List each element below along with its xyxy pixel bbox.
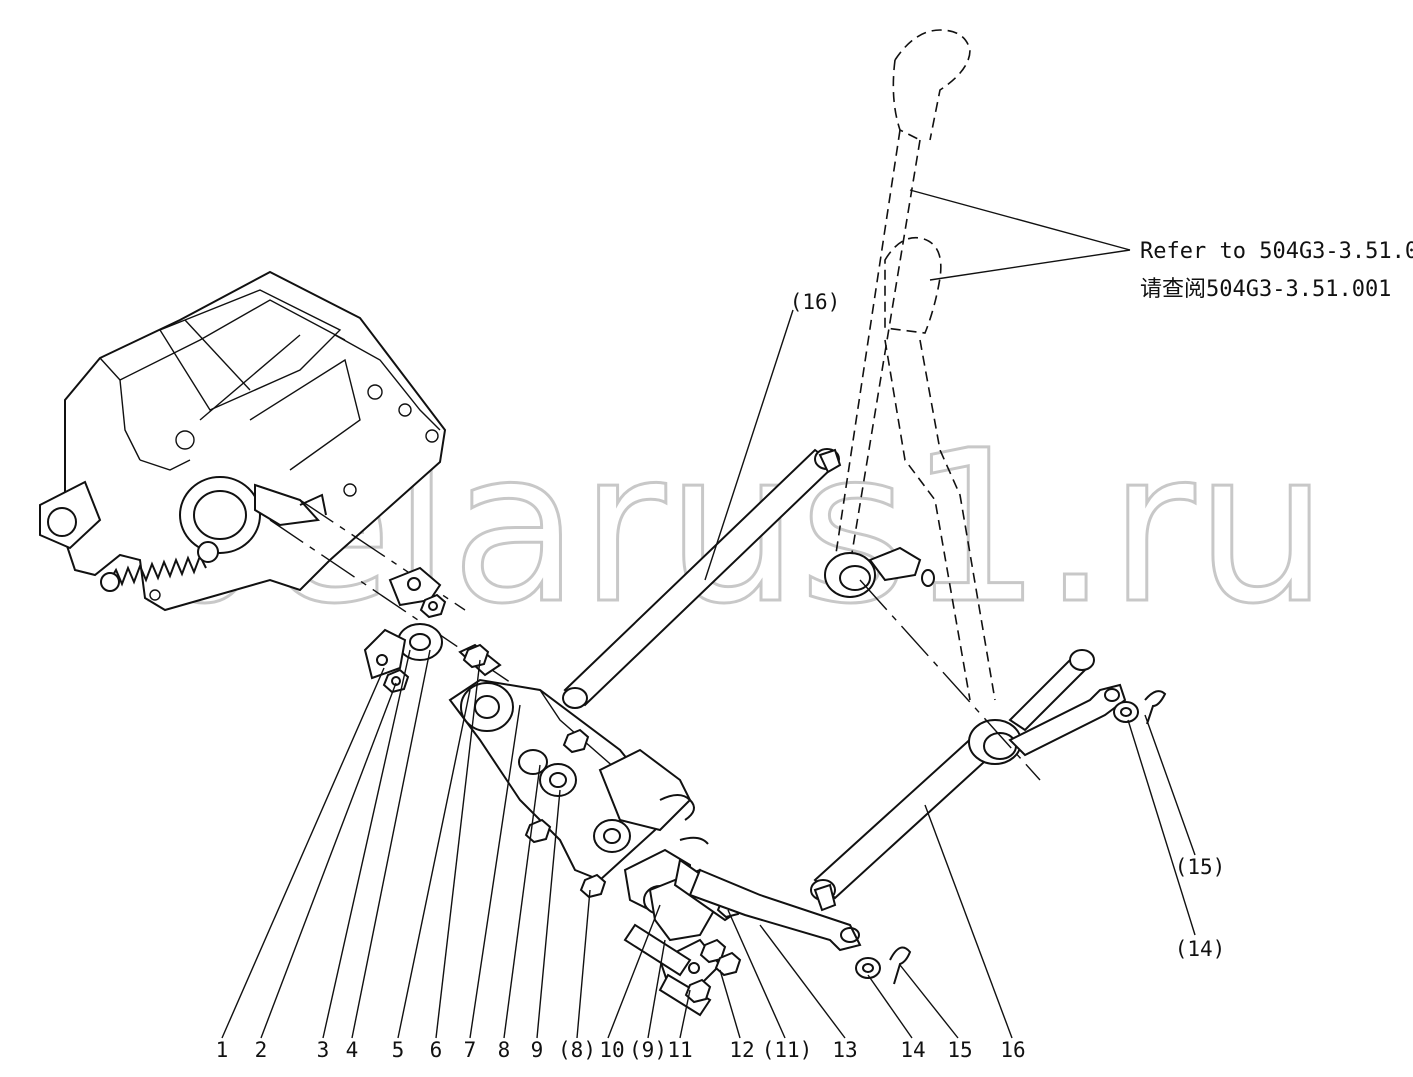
callout-11: 11 — [667, 1038, 692, 1062]
washer-plate-3 — [388, 566, 442, 607]
callout-10: 10 — [599, 1038, 624, 1062]
reference-note-zh: 请查阅504G3-3.51.001 — [1140, 277, 1391, 302]
washer-14-bottom — [855, 957, 881, 979]
nut-2 — [419, 593, 447, 619]
callout-13: 13 — [832, 1038, 857, 1062]
lever-13 — [688, 868, 862, 952]
cotter-pin-15-right — [1144, 690, 1167, 725]
rod-lower-16 — [810, 733, 997, 912]
callout-4: 4 — [346, 1038, 359, 1062]
callout-14-ref-right: (14) — [1175, 937, 1226, 961]
distributor-housing — [39, 270, 447, 612]
callout-labels: 1 2 3 4 5 6 7 8 9 (8) 10 (9) 11 12 (11) … — [216, 239, 1413, 1062]
nuts-12 — [699, 938, 742, 977]
center-axis-line-2 — [299, 499, 466, 611]
callout-15-ref-right: (15) — [1175, 855, 1226, 879]
callout-5: 5 — [392, 1038, 405, 1062]
callout-7: 7 — [464, 1038, 477, 1062]
callout-12: 12 — [729, 1038, 754, 1062]
leader-lines — [221, 189, 1196, 1039]
plate-1 — [363, 628, 407, 680]
callout-3: 3 — [317, 1038, 330, 1062]
shaft-axis-line — [859, 579, 1041, 781]
callout-16-ref-top: (16) — [790, 290, 841, 314]
callout-8: 8 — [498, 1038, 511, 1062]
hand-lever-reference — [824, 29, 996, 701]
reference-note-en: Refer to 504G3-3.51.001 — [1140, 239, 1413, 264]
callout-8-ref: (8) — [558, 1038, 596, 1062]
rod-upper-16 — [562, 448, 842, 709]
callout-9: 9 — [531, 1038, 544, 1062]
cotter-pin-15-bottom — [889, 946, 912, 985]
pins-10 — [659, 794, 709, 845]
callout-2: 2 — [255, 1038, 268, 1062]
shaft-lever-assembly — [968, 649, 1127, 765]
callout-15: 15 — [947, 1038, 972, 1062]
callout-14: 14 — [900, 1038, 925, 1062]
washer-14-right — [1113, 701, 1139, 723]
callout-9-ref: (9) — [629, 1038, 667, 1062]
callout-6: 6 — [430, 1038, 443, 1062]
callout-16: 16 — [1000, 1038, 1025, 1062]
callout-11-ref: (11) — [762, 1038, 813, 1062]
callout-1: 1 — [216, 1038, 229, 1062]
